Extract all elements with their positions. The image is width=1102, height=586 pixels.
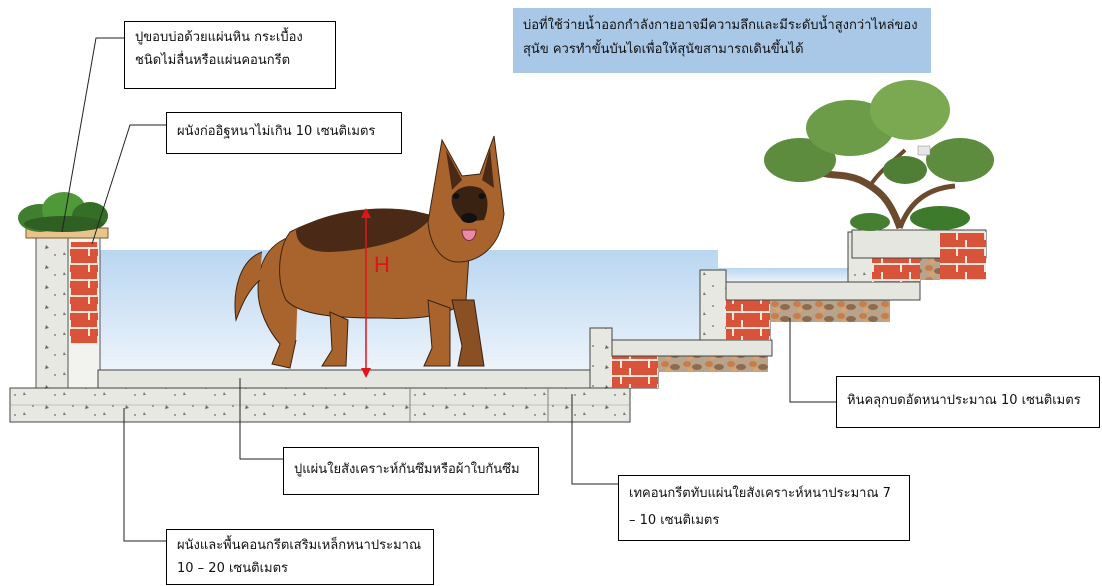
bonsai-tree — [764, 80, 994, 231]
height-h-label: H — [374, 252, 390, 277]
callout-coping: ปูขอบบ่อด้วยแผ่นหิน กระเบื้องชนิดไม่ลื่น… — [124, 21, 336, 89]
callout-rc-structure: ผนังและพื้นคอนกรีตเสริมเหล็กหนาประมาณ 10… — [166, 529, 434, 585]
pool-steps — [589, 229, 987, 389]
pool-note-text: บ่อที่ใช้ว่ายน้ำออกกำลังกายอาจมีความลึกแ… — [523, 18, 918, 57]
left-pool-wall — [25, 227, 109, 393]
callout-coping-text: ปูขอบบ่อด้วยแผ่นหิน กระเบื้องชนิดไม่ลื่น… — [135, 30, 303, 68]
pool-note: บ่อที่ใช้ว่ายน้ำออกกำลังกายอาจมีความลึกแ… — [513, 8, 931, 73]
leader-gravel — [789, 318, 836, 403]
leader-coping — [61, 37, 124, 233]
callout-gravel-text: หินคลุกบดอัดหนาประมาณ 10 เซนติเมตร — [847, 393, 1081, 408]
callout-leaders — [61, 37, 836, 542]
leader-brick-wall — [91, 124, 166, 245]
leader-topping — [571, 394, 618, 485]
callout-membrane: ปูแผ่นใยสังเคราะห์กันซึมหรือผ้าใบกันซึม — [283, 447, 539, 495]
callout-gravel: หินคลุกบดอัดหนาประมาณ 10 เซนติเมตร — [836, 376, 1100, 428]
callout-topping: เทคอนกรีตทับแผ่นใยสังเคราะห์หนาประมาณ 7 … — [618, 475, 910, 541]
callout-brick-wall: ผนังก่ออิฐหนาไม่เกิน 10 เซนติเมตร — [166, 112, 402, 154]
callout-brick-wall-text: ผนังก่ออิฐหนาไม่เกิน 10 เซนติเมตร — [177, 124, 376, 139]
leader-rc-structure — [123, 408, 166, 542]
leader-membrane — [239, 378, 283, 460]
callout-topping-text: เทคอนกรีตทับแผ่นใยสังเคราะห์หนาประมาณ 7 … — [629, 486, 891, 528]
pool-floor-slab — [9, 369, 631, 423]
german-shepherd-dog — [234, 135, 505, 369]
callout-rc-structure-text: ผนังและพื้นคอนกรีตเสริมเหล็กหนาประมาณ 10… — [177, 538, 422, 576]
callout-membrane-text: ปูแผ่นใยสังเคราะห์กันซึมหรือผ้าใบกันซึม — [294, 462, 520, 477]
dog-height-marker — [361, 208, 371, 378]
